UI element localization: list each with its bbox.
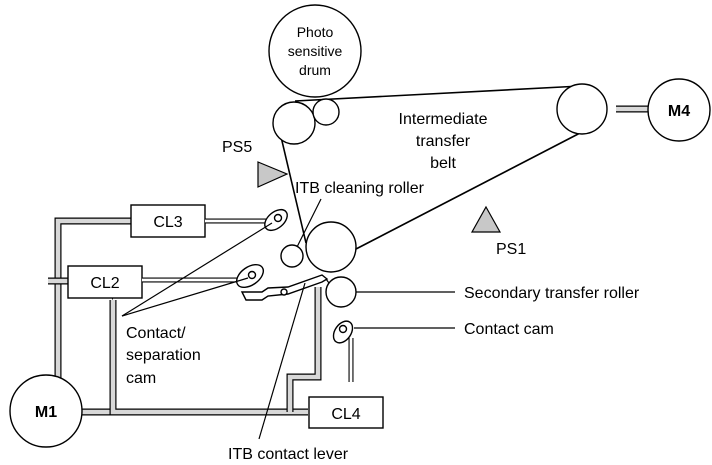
itb-contact-lever — [240, 274, 330, 301]
photosensitive-drum: Photo sensitive drum — [268, 4, 362, 98]
drum-circle — [268, 4, 362, 98]
contact-cam — [332, 320, 354, 382]
belt-label: Intermediate transfer belt — [399, 111, 488, 172]
drum-label-line3: drum — [299, 62, 331, 78]
clutch-cl4-label: CL4 — [331, 406, 360, 423]
clutch-cl2-label: CL2 — [90, 275, 119, 292]
belt-label-line2: transfer — [416, 133, 471, 150]
drum-label-line2: sensitive — [288, 43, 343, 59]
clutch-cl4-box — [308, 396, 384, 429]
contact-cam-label: Contact cam — [464, 321, 554, 338]
belt-drive-roller-left — [272, 101, 316, 145]
belt-label-line1: Intermediate — [399, 111, 488, 128]
itb-cleaning-roller-shape — [280, 244, 304, 268]
clutch-cl3: CL3 — [130, 204, 268, 238]
sensor-ps5: PS5 — [222, 139, 289, 188]
drum-label-line1: Photo — [297, 24, 334, 40]
clutch-cl4: CL4 — [308, 396, 384, 429]
contact-separation-cam-label: Contact/ separation cam — [121, 222, 273, 387]
contact-separation-cam-label-line1: Contact/ — [126, 325, 186, 342]
contact-separation-cam-label-line2: separation — [126, 347, 201, 364]
itb-contact-lever-label: ITB contact lever — [228, 446, 349, 463]
sensor-ps5-label: PS5 — [222, 139, 252, 156]
clutch-cl3-label: CL3 — [153, 214, 182, 231]
motor-m4-circle — [647, 78, 711, 142]
motor-m4: M4 — [647, 78, 711, 142]
clutch-cl2: CL2 — [67, 265, 240, 299]
motor-m1: M1 — [9, 374, 83, 448]
secondary-transfer-roller-shape — [325, 276, 357, 308]
intermediate-transfer-belt — [277, 85, 583, 250]
motor-m1-circle — [9, 374, 83, 448]
secondary-transfer-roller-label: Secondary transfer roller — [464, 285, 640, 302]
contact-separation-cam-lower — [235, 263, 265, 289]
sensor-ps1-triangle — [470, 205, 502, 233]
contact-separation-cam-upper — [264, 208, 288, 232]
primary-transfer-roller — [312, 98, 340, 126]
sensor-ps1: PS1 — [470, 205, 526, 258]
belt-tension-roller — [305, 221, 357, 273]
sensor-ps1-label: PS1 — [496, 241, 526, 258]
itb-cleaning-roller-label: ITB cleaning roller — [295, 180, 425, 197]
belt-drive-roller-right — [556, 83, 608, 135]
clutch-cl3-box — [130, 204, 206, 238]
itb-cleaning-roller-leader — [296, 198, 322, 248]
belt-label-line3: belt — [430, 155, 456, 172]
contact-separation-cam-label-line3: cam — [126, 370, 156, 387]
motor-m4-label: M4 — [668, 103, 690, 120]
itb-contact-lever-shape — [240, 274, 329, 301]
clutch-cl2-box — [67, 265, 143, 299]
sensor-ps5-triangle — [257, 161, 289, 188]
itb-contact-lever-leader — [258, 282, 306, 440]
motor-m1-label: M1 — [35, 404, 57, 421]
